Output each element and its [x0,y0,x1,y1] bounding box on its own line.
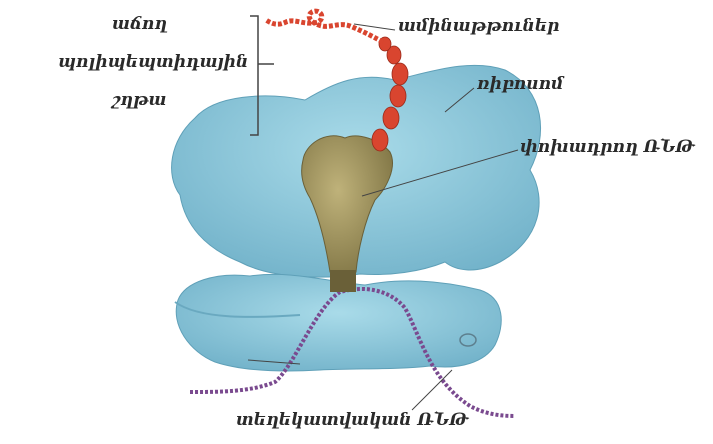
amino-acid [392,63,408,85]
trna-label: փոխադրող ՌՆԹ [520,139,695,156]
amino-acid [390,85,406,107]
trna-anticodon [330,270,356,292]
amino-acid [383,107,399,129]
growing-chain-label-line3: շղթա [112,92,166,109]
ribosome-label: ռիբոսոմ [477,76,563,93]
amino-acid [372,129,388,151]
mrna-label: տեղեկատվական ՌՆԹ [236,412,468,429]
amino-acids-label: ամինաթթուներ [398,18,559,35]
mrna-leader-line-right [412,370,452,410]
growing-chain-label-line1: աճող [112,16,167,33]
growing-chain-label-line2: պոլիպեպտիդային [58,54,248,71]
